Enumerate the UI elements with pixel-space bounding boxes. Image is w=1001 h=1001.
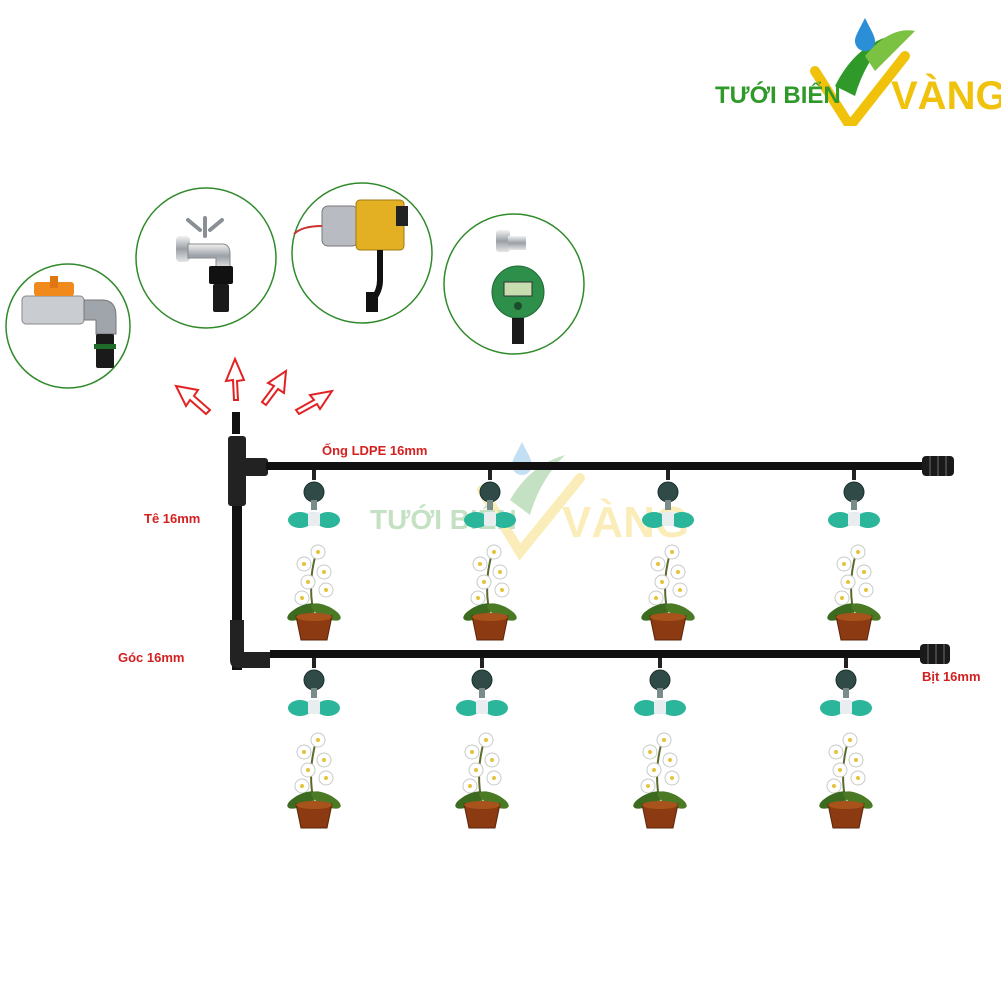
orchid-pot-icon [287,544,341,641]
brand-logo: TƯỚI BIỂN VÀNG [715,16,1001,126]
dripper-emitter-icon [288,658,340,716]
timer-icon [443,213,585,355]
orchid-pot-icon [819,732,873,829]
elbow-label: Góc 16mm [118,650,185,665]
ldpe-pipe-row-1 [266,462,926,470]
dripper-emitter-icon [828,470,880,528]
feeder-pipe [232,438,242,670]
logo-graphic [810,18,915,126]
pipe-label: Ống LDPE 16mm [322,443,428,458]
feeder-stub [232,412,240,434]
tee-fitting [228,436,268,506]
logo-text: TƯỚI BIỂN [715,82,841,109]
emitter-pot-group [287,658,341,829]
ldpe-pipe-row-2 [270,650,922,658]
orchid-pot-icon [641,544,695,641]
emitter-pot-group [455,658,509,829]
arrow-icons [174,356,335,416]
end-cap-row-2 [920,644,950,664]
emitter-pot-group [633,658,687,829]
dripper-emitter-icon [456,658,508,716]
orchid-pot-icon [827,544,881,641]
end-cap-row-1 [922,456,954,476]
emitter-pot-group [287,470,341,641]
dripper-emitter-icon [820,658,872,716]
logo-accent-text: VÀNG [891,74,1001,118]
dripper-emitter-icon [634,658,686,716]
ball-valve-icon [5,263,131,389]
end-cap-label: Bịt 16mm [922,669,981,684]
dripper-emitter-icon [464,470,516,528]
emitter-pot-group [641,470,695,641]
dripper-emitter-icon [288,470,340,528]
elbow-fitting [230,620,270,668]
orchid-pot-icon [455,732,509,829]
faucet-icon [135,187,277,329]
pump-icon [291,182,433,324]
dripper-emitter-icon [642,470,694,528]
orchid-pot-icon [463,544,517,641]
tee-label: Tê 16mm [144,511,201,526]
orchid-pot-icon [287,732,341,829]
emitter-pot-group [827,470,881,641]
emitter-pot-group [819,658,873,829]
water-sources [5,182,585,416]
emitter-pot-group [463,470,517,641]
orchid-pot-icon [633,732,687,829]
